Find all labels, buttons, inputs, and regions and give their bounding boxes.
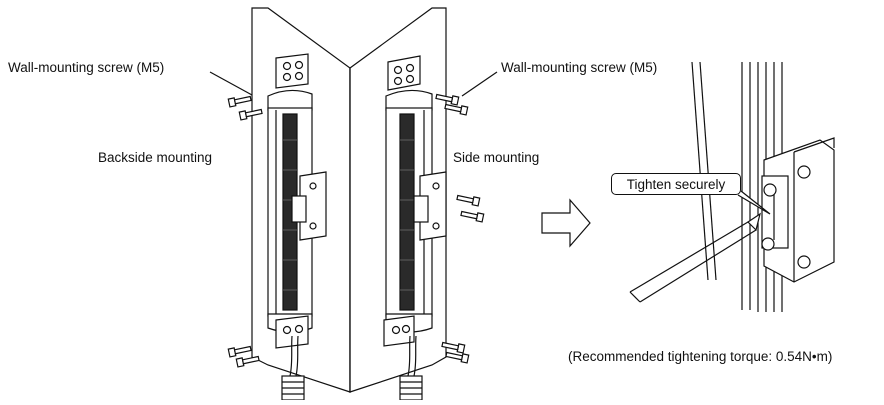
tighten-securely-callout: Tighten securely bbox=[611, 173, 741, 195]
arrow-right-icon bbox=[541, 198, 591, 248]
right-sensor bbox=[383, 55, 447, 401]
wall-mounting-screw-label-left: Wall-mounting screw (M5) bbox=[8, 60, 165, 75]
left-sensor bbox=[267, 53, 327, 401]
recommended-torque-note: (Recommended tightening torque: 0.54N•m) bbox=[568, 349, 833, 364]
left-bottom-bracket bbox=[275, 315, 309, 349]
leader-lines bbox=[209, 71, 498, 97]
detail-view bbox=[629, 61, 835, 312]
left-connector-icon bbox=[281, 375, 305, 401]
left-top-bracket bbox=[275, 53, 309, 89]
screw-icon bbox=[227, 93, 485, 368]
right-middle-bracket bbox=[413, 171, 447, 241]
side-mounting-label: Side mounting bbox=[453, 150, 540, 165]
screwdriver-icon bbox=[629, 212, 761, 303]
right-bottom-bracket bbox=[383, 315, 415, 347]
right-sensor-window bbox=[399, 113, 415, 311]
right-connector-icon bbox=[399, 375, 423, 401]
wall-mounting-screw-label-right: Wall-mounting screw (M5) bbox=[501, 60, 658, 75]
right-top-bracket bbox=[387, 55, 421, 91]
backside-mounting-label: Backside mounting bbox=[98, 150, 213, 165]
left-middle-bracket bbox=[291, 171, 327, 241]
